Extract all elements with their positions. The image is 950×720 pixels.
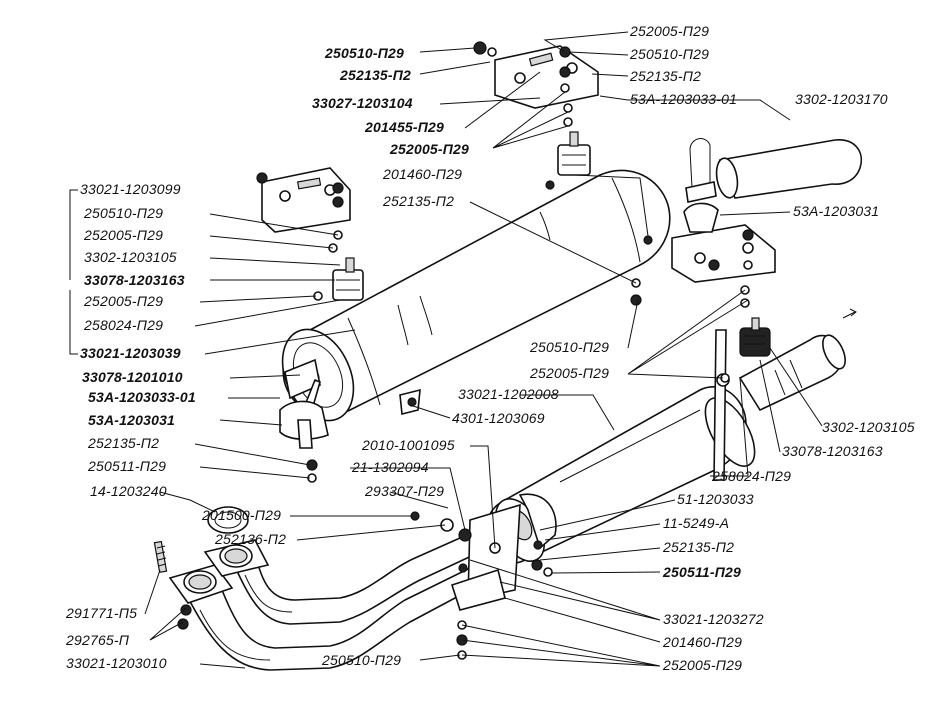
label-252005-p29-center: 252005-П29 — [529, 365, 609, 381]
fasteners — [256, 41, 754, 660]
label-201460-p29-mid: 201460-П29 — [382, 166, 462, 182]
u-bolt-clamp-top — [685, 138, 717, 203]
bracket-bottom — [450, 503, 521, 611]
label-252005-p29-top: 252005-П29 — [629, 23, 709, 39]
label-258024-p29-right: 258024-П29 — [711, 468, 791, 484]
part-labels: 252005-П29 250510-П29 250510-П29 252135-… — [65, 23, 915, 673]
leader-lines — [69, 31, 823, 669]
gasket-ring — [207, 506, 249, 534]
rear-hanger-pin — [713, 329, 730, 481]
tailpipe — [738, 308, 857, 412]
label-252135-p2-top-right: 252135-П2 — [629, 68, 701, 84]
stud — [153, 540, 168, 573]
label-252135-p2-mid: 252135-П2 — [382, 193, 454, 209]
label-201500-p29: 201500-П29 — [201, 507, 281, 523]
label-250511-p29-left: 250511-П29 — [87, 458, 166, 474]
label-252135-p2-bottom: 252135-П2 — [662, 539, 734, 555]
label-3302-1203105-right: 3302-1203105 — [822, 419, 915, 435]
muffler-clamp — [399, 388, 421, 415]
label-3302-1203170: 3302-1203170 — [795, 91, 888, 107]
label-53a-1203033-01-top: 53А-1203033-01 — [630, 91, 737, 107]
label-11-5249-a: 11-5249-А — [663, 515, 729, 531]
label-252005-p29-left-1: 252005-П29 — [83, 227, 163, 243]
flange-left — [168, 564, 234, 604]
label-252005-p29-left-2: 252005-П29 — [83, 293, 163, 309]
label-252136-p2: 252136-П2 — [214, 531, 286, 547]
label-250511-p29-bottom: 250511-П29 — [662, 564, 741, 580]
label-33021-1202008: 33021-1202008 — [458, 386, 559, 402]
label-33021-1203099: 33021-1203099 — [80, 181, 181, 197]
label-291771-p5: 291771-П5 — [65, 605, 137, 621]
rubber-hanger-right — [739, 317, 771, 357]
label-250510-p29-bottom: 250510-П29 — [321, 652, 401, 668]
label-51-1203033: 51-1203033 — [677, 491, 754, 507]
label-33078-1201010: 33078-1201010 — [82, 369, 183, 385]
label-293307-p29: 293307-П29 — [364, 483, 444, 499]
bracket-right — [671, 224, 776, 283]
label-2010-1001095: 2010-1001095 — [361, 437, 455, 453]
label-250510-p29-center: 250510-П29 — [529, 339, 609, 355]
label-252135-p2-left: 252135-П2 — [87, 435, 159, 451]
rubber-hanger-left — [332, 257, 364, 301]
label-33078-1203163-left: 33078-1203163 — [84, 272, 185, 288]
label-252005-p29-bottom: 252005-П29 — [662, 657, 742, 673]
flange-nuts — [177, 604, 192, 630]
label-14-1203240: 14-1203240 — [90, 483, 167, 499]
label-292765-p: 292765-П — [65, 632, 130, 648]
clamp-front-muffler — [518, 493, 557, 550]
label-33021-1203010: 33021-1203010 — [66, 655, 167, 671]
bracket-top — [494, 45, 599, 109]
bracket-left — [261, 167, 351, 233]
label-250510-p29-top-left: 250510-П29 — [324, 45, 404, 61]
rubber-hanger-top — [557, 131, 591, 176]
label-33021-1203272: 33021-1203272 — [663, 611, 764, 627]
label-53a-1203031-left: 53А-1203031 — [88, 412, 175, 428]
clamp-pad-left — [279, 400, 329, 449]
label-252135-p2-top-left: 252135-П2 — [339, 67, 411, 83]
label-258024-p29-left: 258024-П29 — [83, 317, 163, 333]
label-33027-1203104: 33027-1203104 — [312, 95, 413, 111]
label-250510-p29-left: 250510-П29 — [83, 205, 163, 221]
label-53a-1203033-01-left: 53А-1203033-01 — [88, 389, 196, 405]
label-53a-1203031-right: 53А-1203031 — [793, 203, 879, 219]
label-252005-p29-mid: 252005-П29 — [389, 141, 469, 157]
tailpipe-top — [715, 139, 862, 199]
label-201460-p29-bottom: 201460-П29 — [662, 634, 742, 650]
flange-right — [203, 539, 270, 577]
label-3302-1203105-left: 3302-1203105 — [84, 249, 177, 265]
muffler-inlet — [284, 358, 321, 412]
label-33078-1203163-right: 33078-1203163 — [782, 443, 883, 459]
label-201455-p29: 201455-П29 — [364, 119, 444, 135]
clamp-pad-right — [683, 202, 719, 233]
label-21-1302094: 21-1302094 — [351, 459, 429, 475]
label-4301-1203069: 4301-1203069 — [452, 410, 545, 426]
label-250510-p29-top-right: 250510-П29 — [629, 46, 709, 62]
label-33021-1203039: 33021-1203039 — [80, 345, 181, 361]
